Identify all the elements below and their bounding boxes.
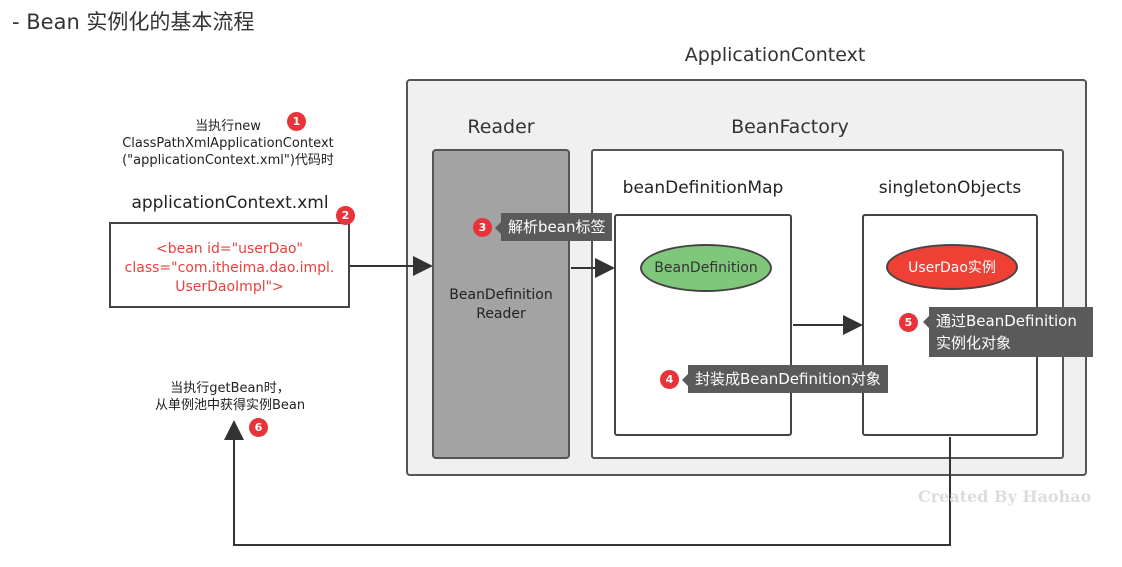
reader-inner-line1: BeanDefinition [449, 287, 553, 303]
reader-box: BeanDefinition Reader [432, 149, 570, 459]
xml-line1: <bean id="userDao" [156, 241, 303, 257]
userdao-instance-ellipse: UserDao实例 [886, 244, 1018, 290]
note-new-line3: ("applicationContext.xml")代码时 [122, 153, 334, 168]
note-getbean-line1: 当执行getBean时， [170, 381, 290, 396]
singleton-objects-title: singletonObjects [878, 178, 1022, 198]
note-get-bean: 当执行getBean时， 从单例池中获得实例Bean [120, 380, 340, 414]
step-badge-2: 2 [336, 206, 355, 225]
bean-definition-map-title: beanDefinitionMap [622, 178, 784, 198]
xml-line2: class="com.itheima.dao.impl. [124, 260, 335, 276]
tip-wrap-bean-definition: 封装成BeanDefinition对象 [682, 365, 888, 393]
page-heading: - Bean 实例化的基本流程 [12, 10, 255, 34]
xml-box: <bean id="userDao" class="com.itheima.da… [109, 222, 350, 308]
reader-title: Reader [467, 116, 535, 138]
bean-factory-title: BeanFactory [731, 116, 849, 138]
tip-instantiate-line1: 通过BeanDefinition [936, 312, 1077, 330]
application-context-title: ApplicationContext [684, 44, 866, 66]
reader-inner-line2: Reader [476, 306, 526, 322]
note-getbean-line2: 从单例池中获得实例Bean [154, 398, 306, 413]
step-badge-1: 1 [287, 112, 306, 131]
step-badge-3: 3 [473, 218, 492, 237]
tip-parse-bean-tag: 解析bean标签 [494, 213, 613, 241]
step-badge-5: 5 [899, 313, 918, 332]
step-badge-4: 4 [660, 370, 679, 389]
watermark: Created By Haohao [918, 487, 1092, 506]
tip-instantiate-object: 通过BeanDefinition 实例化对象 [923, 307, 1093, 357]
step-badge-6: 6 [249, 418, 268, 437]
note-new-line2: ClassPathXmlApplicationContext [122, 136, 334, 151]
xml-file-title: applicationContext.xml [131, 193, 329, 213]
xml-line3: UserDaoImpl"> [175, 279, 284, 295]
tip-instantiate-line2: 实例化对象 [936, 334, 1012, 352]
note-new-context: 当执行new ClassPathXmlApplicationContext ("… [100, 118, 356, 169]
note-new-line1: 当执行new [195, 119, 261, 134]
bean-definition-ellipse: BeanDefinition [640, 244, 772, 292]
